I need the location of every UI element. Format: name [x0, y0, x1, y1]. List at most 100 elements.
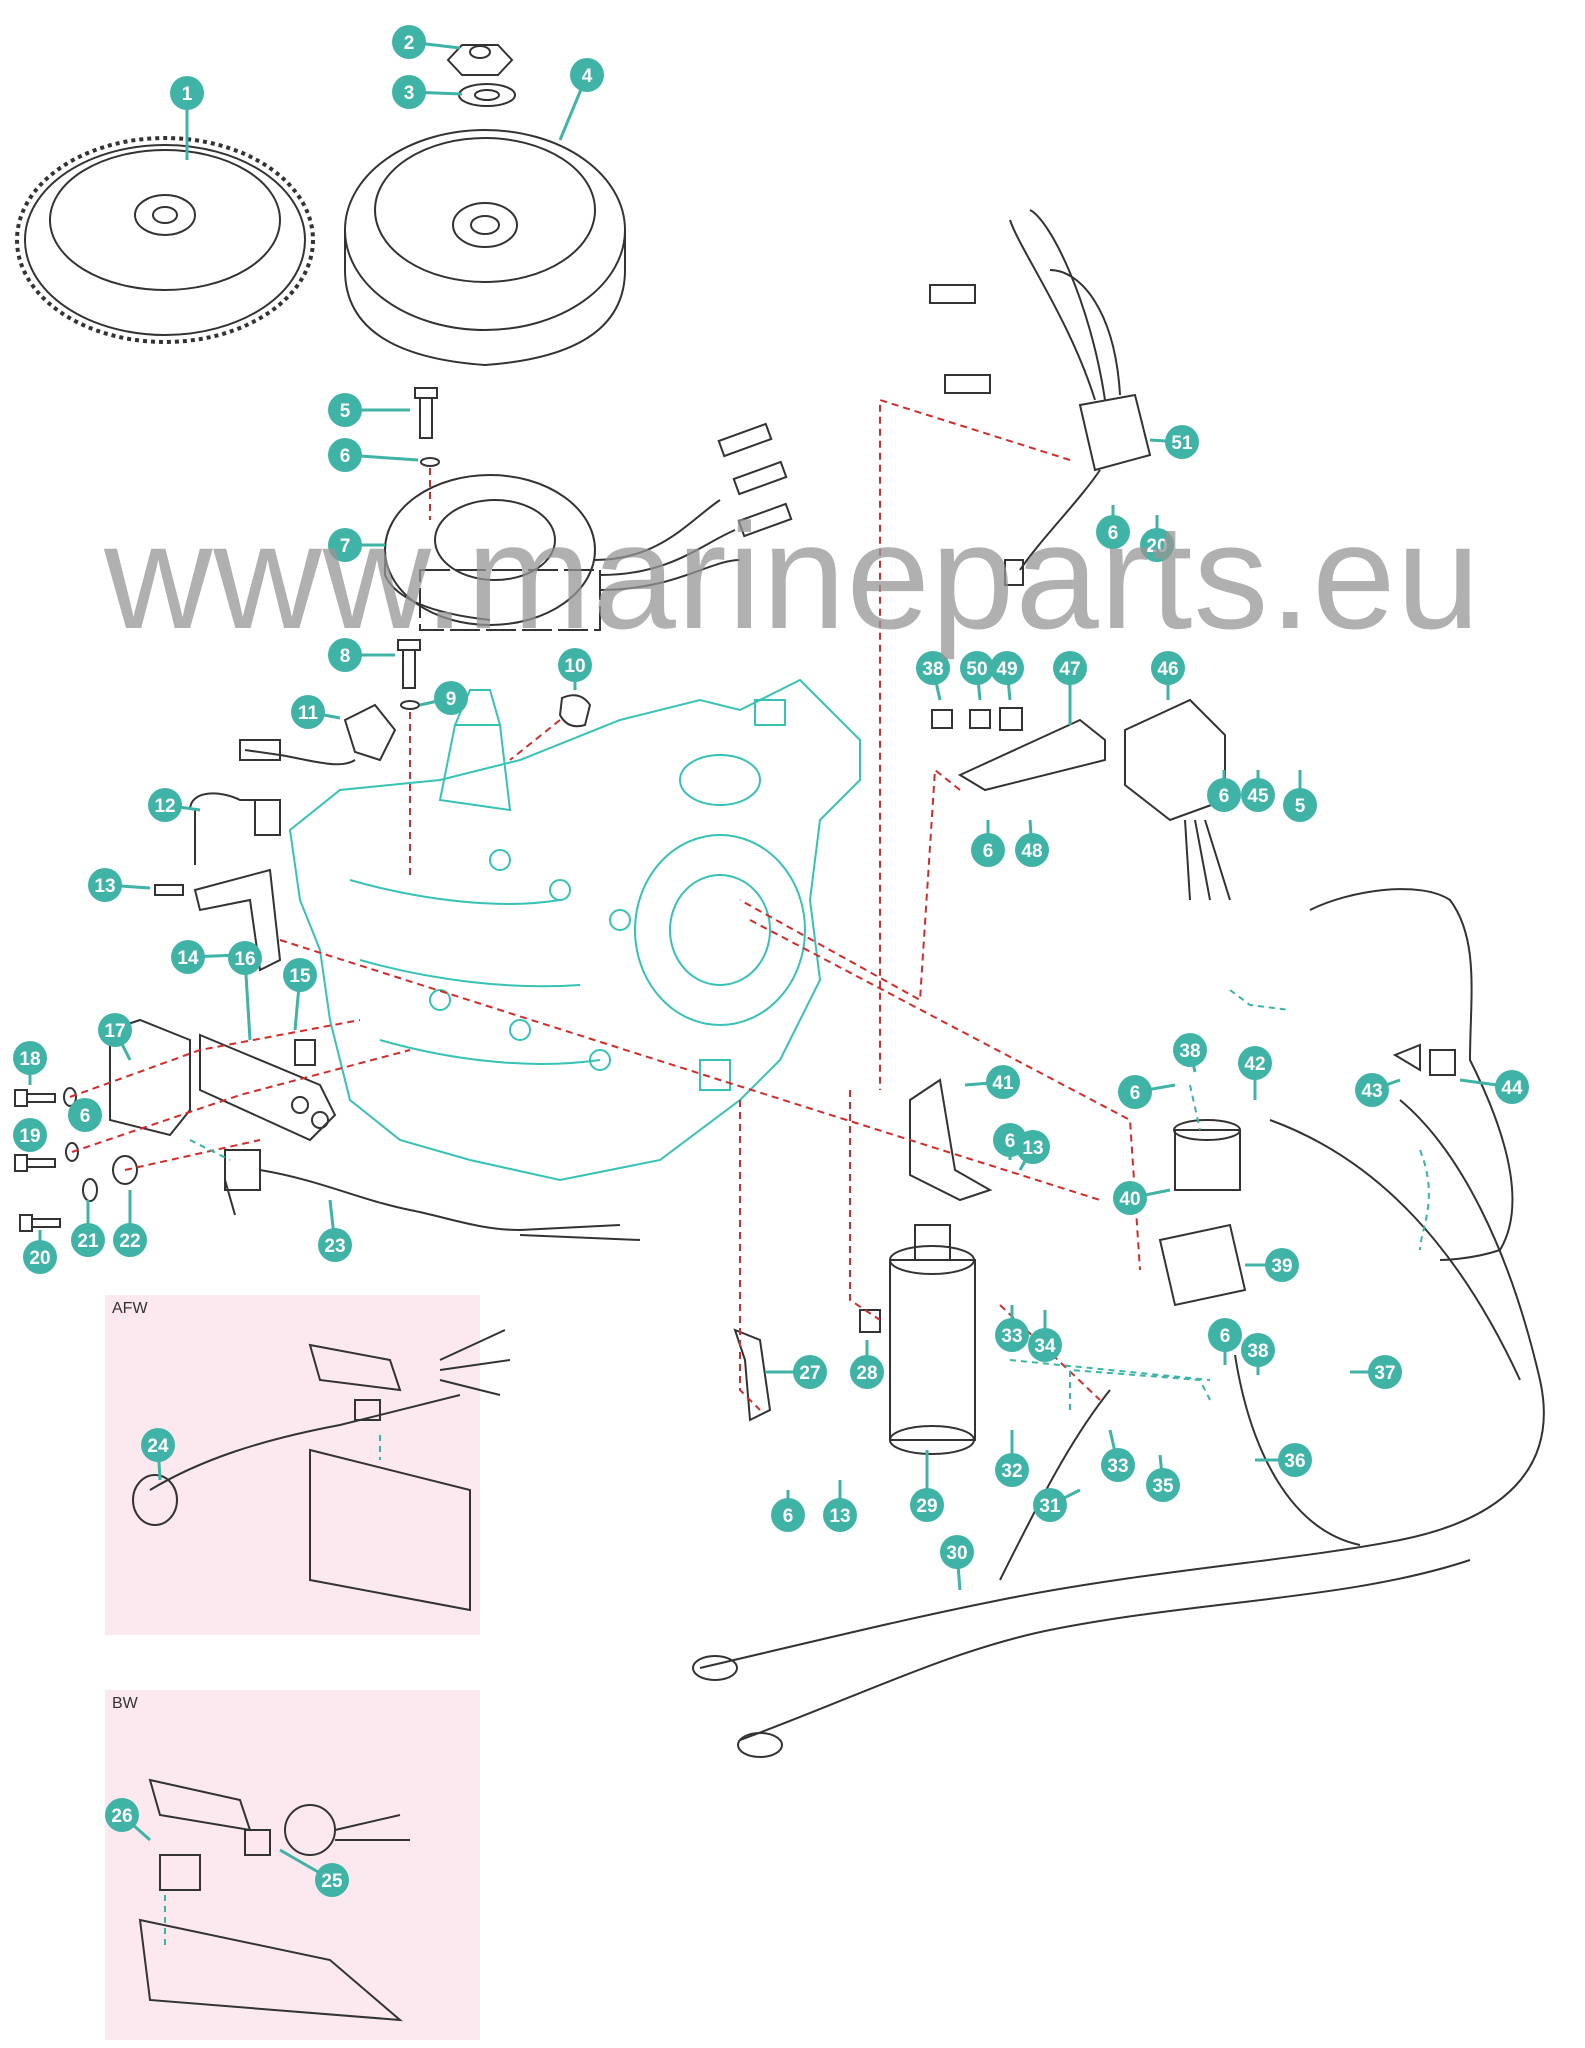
- callout-badge: [434, 681, 468, 715]
- callout-number: 17: [104, 1021, 125, 1042]
- callout-20: 20: [1140, 515, 1174, 562]
- callout-badge: [71, 1223, 105, 1257]
- callout-29: 29: [910, 1450, 944, 1522]
- callout-number: 13: [829, 1506, 850, 1527]
- callout-36: 36: [1255, 1443, 1312, 1477]
- callout-16: 16: [228, 941, 262, 1041]
- callout-38: 38: [916, 651, 950, 701]
- callout-badge: [283, 958, 317, 992]
- callout-number: 8: [340, 646, 351, 667]
- callout-badge: [1118, 1075, 1152, 1109]
- callout-number: 7: [340, 536, 351, 557]
- callout-number: 1: [182, 84, 193, 105]
- callout-number: 6: [1108, 523, 1119, 544]
- callout-number: 6: [783, 1506, 794, 1527]
- callout-number: 34: [1034, 1336, 1056, 1357]
- callout-number: 6: [1220, 1326, 1231, 1347]
- leader-lines-red: [69, 398, 1141, 1411]
- callout-number: 44: [1501, 1078, 1523, 1099]
- callout-19: 19: [13, 1118, 47, 1152]
- callout-48: 48: [1015, 819, 1049, 867]
- callout-number: 5: [1295, 796, 1306, 817]
- afw-inset-panel: [105, 1295, 480, 1635]
- callout-number: 6: [340, 446, 351, 467]
- callout-51: 51: [1149, 425, 1199, 459]
- callout-2: 2: [392, 25, 461, 59]
- callout-number: 42: [1244, 1054, 1265, 1075]
- callout-number: 36: [1284, 1451, 1305, 1472]
- callout-33: 33: [1101, 1429, 1135, 1482]
- callout-5: 5: [328, 393, 410, 427]
- callout-badge: [850, 1355, 884, 1389]
- callout-badge: [23, 1240, 57, 1274]
- callout-3: 3: [392, 75, 463, 109]
- callout-number: 6: [1219, 786, 1230, 807]
- callout-badge: [570, 58, 604, 92]
- flywheel-cover: [344, 129, 626, 367]
- callout-badge: [170, 76, 204, 110]
- callout-number: 14: [177, 948, 199, 969]
- callout-27: 27: [765, 1355, 827, 1389]
- callout-number: 22: [119, 1231, 140, 1252]
- callout-badge: [793, 1355, 827, 1389]
- callout-number: 4: [582, 66, 593, 87]
- callout-number: 3: [404, 83, 415, 104]
- callout-badge: [910, 1488, 944, 1522]
- callout-6: 6: [328, 438, 419, 472]
- callout-badge: [88, 868, 122, 902]
- callout-badge: [1265, 1248, 1299, 1282]
- callout-number: 5: [340, 401, 351, 422]
- flywheel-toothed: [15, 136, 315, 344]
- callout-45: 45: [1241, 770, 1275, 812]
- callout-number: 19: [19, 1126, 40, 1147]
- callout-number: 32: [1001, 1461, 1022, 1482]
- callout-badge: [1015, 833, 1049, 867]
- callout-number: 10: [564, 656, 585, 677]
- callout-32: 32: [995, 1430, 1029, 1487]
- callout-badge: [1495, 1070, 1529, 1104]
- callout-37: 37: [1350, 1355, 1402, 1389]
- callout-number: 6: [983, 841, 994, 862]
- nut: [446, 44, 514, 76]
- callout-badge: [171, 940, 205, 974]
- callout-22: 22: [113, 1190, 147, 1257]
- callout-badge: [328, 393, 362, 427]
- callout-number: 31: [1039, 1496, 1061, 1517]
- callout-badge: [1368, 1355, 1402, 1389]
- callout-badge: [228, 941, 262, 975]
- callout-9: 9: [419, 681, 468, 715]
- callout-number: 13: [1022, 1138, 1043, 1159]
- callout-number: 33: [1001, 1326, 1022, 1347]
- bw-inset-panel: [105, 1690, 480, 2040]
- callout-30: 30: [940, 1535, 974, 1591]
- callout-badge: [1241, 778, 1275, 812]
- callout-number: 45: [1247, 786, 1269, 807]
- callout-20: 20: [23, 1230, 57, 1274]
- callout-13: 13: [88, 868, 151, 902]
- callout-badge: [318, 1228, 352, 1262]
- callout-43: 43: [1355, 1073, 1401, 1107]
- bw-inset-drawing: [138, 1778, 410, 2022]
- callout-number: 35: [1152, 1476, 1174, 1497]
- callout-badge: [995, 1318, 1029, 1352]
- callout-13: 13: [1016, 1130, 1050, 1171]
- callout-badge: [1238, 1046, 1272, 1080]
- afw-inset-label: AFW: [112, 1300, 148, 1317]
- callout-11: 11: [291, 695, 341, 729]
- callout-badge: [995, 1453, 1029, 1487]
- callout-badge: [990, 651, 1024, 685]
- callout-badge: [105, 1798, 139, 1832]
- callout-41: 41: [964, 1065, 1020, 1099]
- callout-21: 21: [71, 1200, 105, 1257]
- callout-number: 13: [94, 876, 115, 897]
- callout-number: 12: [154, 796, 175, 817]
- callout-8: 8: [328, 638, 395, 672]
- callout-badge: [328, 528, 362, 562]
- callout-badge: [558, 648, 592, 682]
- callout-number: 25: [321, 1871, 343, 1892]
- callout-number: 38: [922, 659, 943, 680]
- callout-number: 26: [111, 1806, 132, 1827]
- callout-18: 18: [13, 1041, 47, 1085]
